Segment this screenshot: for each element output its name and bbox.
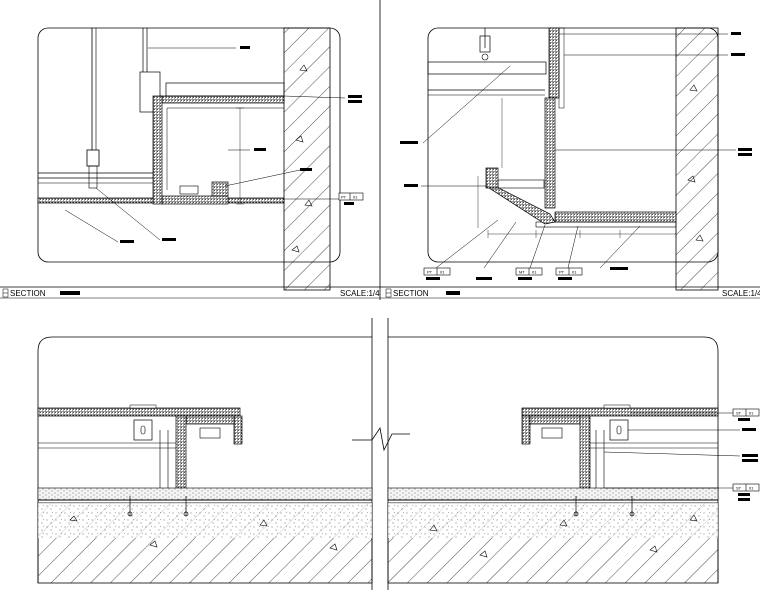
top-right-section: PT 01 MT 01 PT 01 (400, 27, 752, 291)
top-right-title: SECTION SCALE:1/4 (385, 288, 760, 298)
tag-pt-label: PT (559, 270, 565, 275)
scale-label: SCALE:1/4 (722, 289, 760, 298)
top-left-title: SECTION SCALE:1/4 (2, 288, 380, 298)
tag-pt-label: PT (427, 270, 433, 275)
scale-label: SCALE:1/4 (340, 289, 380, 298)
tag-st-label: ST (736, 486, 742, 491)
tag-number-label: 01 (532, 270, 537, 275)
tag-pt-label: PT (341, 195, 347, 200)
tag-number-label: 01 (440, 270, 445, 275)
section-label: SECTION (10, 289, 46, 298)
tag-number-label: 01 (353, 195, 358, 200)
tag-mt-label: MT (519, 270, 525, 275)
tag-st-label: ST (736, 411, 742, 416)
top-left-section: PT 01 (37, 27, 364, 291)
tag-number-label: 01 (572, 270, 577, 275)
bottom-section: ST 01 ST 01 (37, 318, 760, 590)
tag-number-label: 01 (749, 411, 754, 416)
tag-number-label: 01 (749, 486, 754, 491)
section-label: SECTION (393, 289, 429, 298)
